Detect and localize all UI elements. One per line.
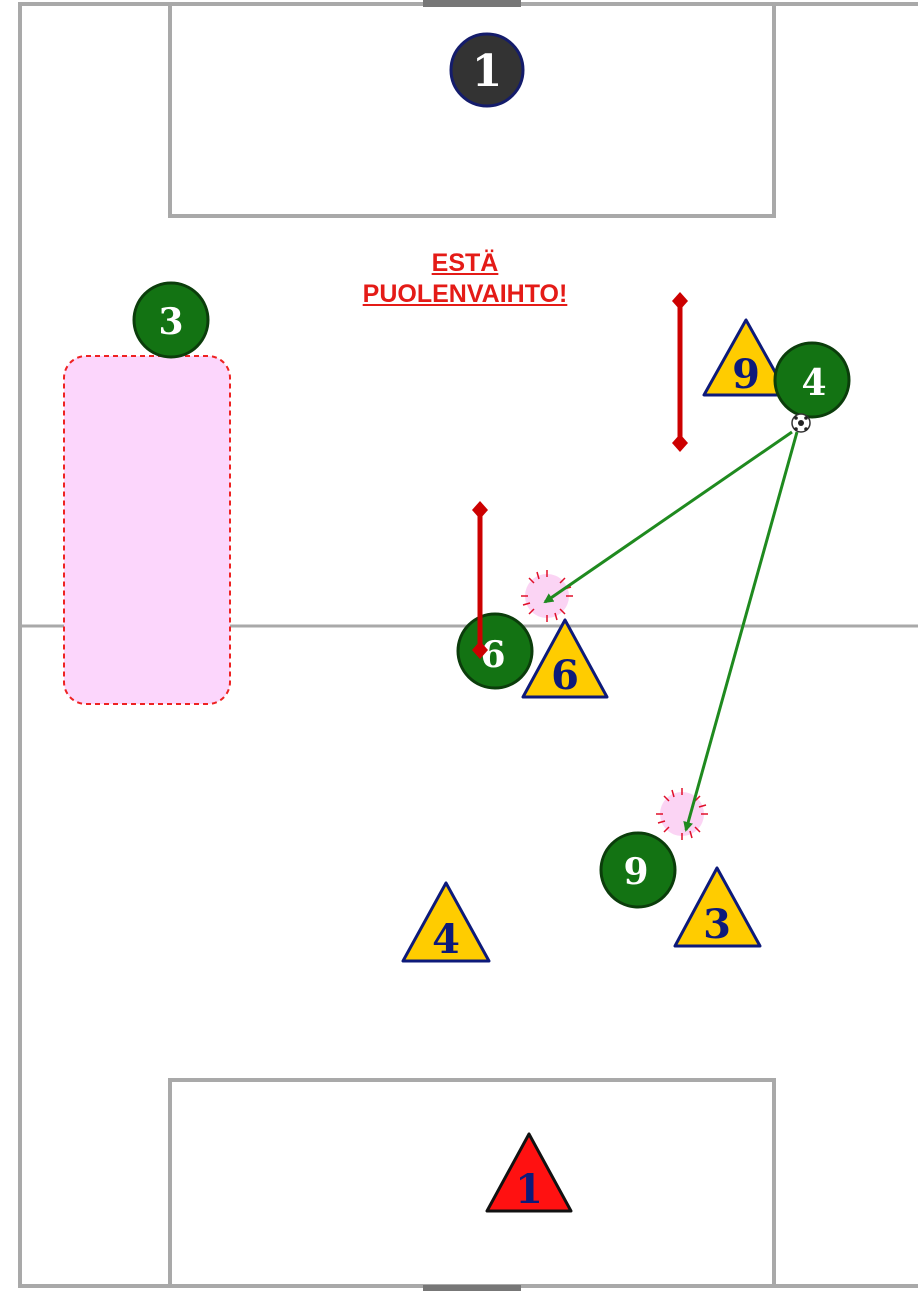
instruction-text: ESTÄ PUOLENVAIHTO!: [300, 248, 630, 310]
green-player-4-number: 4: [801, 362, 826, 404]
goal-top: [423, 0, 521, 7]
yellow-player-9: 9: [702, 318, 790, 398]
penalty-box-bottom: [168, 1078, 776, 1288]
pass-arrow-to-6: [543, 430, 793, 604]
green-player-3: 3: [132, 281, 210, 359]
zone-highlight: [63, 355, 231, 705]
goal-bottom: [423, 1285, 521, 1291]
instruction-line-1: ESTÄ: [431, 249, 499, 277]
yellow-player-4: 4: [401, 881, 491, 963]
green-player-4: 4: [773, 341, 851, 419]
target-burst-low: [656, 788, 708, 840]
green-player-6: 6: [456, 612, 534, 690]
green-player-3-number: 3: [158, 301, 183, 343]
goalkeeper-bottom-number: 1: [515, 1166, 543, 1213]
yellow-player-3-number: 3: [703, 901, 731, 948]
yellow-player-9-number: 9: [732, 351, 760, 398]
goalkeeper-bottom: 1: [485, 1132, 573, 1213]
yellow-player-6-number: 6: [551, 652, 579, 699]
yellow-player-4-number: 4: [432, 916, 460, 963]
green-player-6-number: 6: [480, 634, 505, 676]
goalkeeper-top: 1: [449, 32, 525, 108]
green-player-9: 9: [599, 831, 677, 909]
block-marker-right: [672, 292, 688, 452]
target-burst-mid: [521, 570, 573, 622]
yellow-player-3: 3: [673, 866, 762, 948]
instruction-line-2: PUOLENVAIHTO!: [362, 280, 568, 308]
green-player-9-number: 9: [623, 851, 648, 893]
pass-arrow-to-9: [683, 431, 799, 832]
block-marker-left: [472, 501, 488, 659]
goalkeeper-top-number: 1: [472, 46, 503, 97]
yellow-player-6: 6: [521, 618, 609, 699]
soccer-ball-icon: [791, 413, 811, 433]
